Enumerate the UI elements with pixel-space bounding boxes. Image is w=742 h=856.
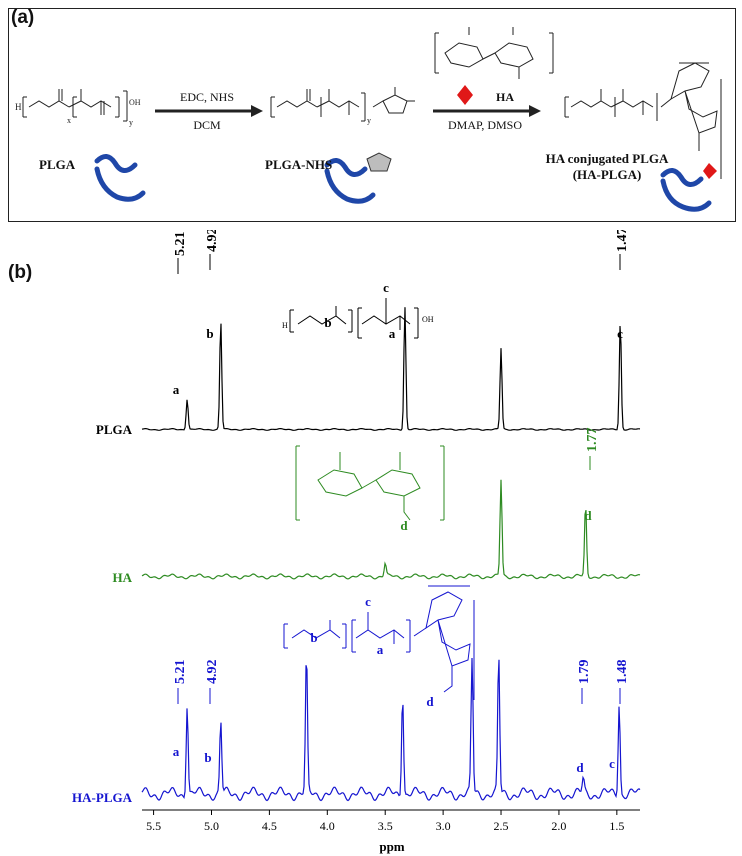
- series-label-ha: HA: [113, 570, 133, 585]
- series-label-plga: PLGA: [96, 422, 133, 437]
- plga-nhs-chain-icon: [324, 158, 368, 177]
- spectra-group: [141, 307, 641, 802]
- spectrum-line-ha-plga: [141, 657, 641, 802]
- formula-y: y: [129, 118, 133, 127]
- x-tick-label: 2.0: [551, 819, 566, 833]
- ha-peak-177: 1.77: [585, 428, 600, 453]
- plga-letter-a: a: [173, 382, 180, 397]
- plga-structure: [22, 89, 128, 122]
- plga-struct-letter-c: c: [383, 280, 389, 295]
- x-tick-label: 3.5: [378, 819, 393, 833]
- plga-peak-492: 4.92: [205, 230, 220, 252]
- reaction-arrow-2: [433, 105, 541, 117]
- ha-plga-letter-c: c: [609, 756, 615, 771]
- ha-struct-letter-d: d: [400, 518, 408, 533]
- ha-plga-diamond-icon: [703, 163, 717, 179]
- spectrum-line-plga: [141, 307, 641, 431]
- x-tick-label: 4.0: [320, 819, 335, 833]
- plga-chain-tail: [94, 166, 146, 202]
- nhs-pentagon-icon: [366, 152, 392, 172]
- plga-letter-b: b: [206, 326, 213, 341]
- plga-struct-letter-b: b: [324, 315, 331, 330]
- plga-nhs-chain-tail: [324, 168, 376, 204]
- plga-struct-h: H: [282, 321, 288, 330]
- ha-plga-label-2: (HA-PLGA): [573, 167, 642, 182]
- ha-plga-structure: [564, 62, 722, 179]
- ha-plga-struct-letter-a: a: [377, 642, 384, 657]
- x-tick-label: 5.5: [146, 819, 161, 833]
- x-axis-label: ppm: [379, 839, 404, 854]
- ha-plga-peak-492: 4.92: [205, 660, 220, 685]
- reaction-arrow-1: [155, 105, 263, 117]
- plga-struct-oh: OH: [422, 315, 434, 324]
- plga-peak-521: 5.21: [173, 232, 188, 257]
- formula-h: H: [15, 102, 22, 112]
- ha-plga-inline-structure: [283, 585, 475, 700]
- ha-plga-peak-148: 1.48: [615, 660, 630, 685]
- ha-plga-letter-b: b: [204, 750, 211, 765]
- ha-plga-chain-tail: [660, 178, 712, 212]
- x-tick-label: 5.0: [204, 819, 219, 833]
- ha-plga-struct-letter-c: c: [365, 594, 371, 609]
- ha-plga-struct-letter-b: b: [310, 630, 317, 645]
- formula-x: x: [67, 116, 71, 125]
- plga-peak-labels: 5.21 4.92 1.47: [173, 230, 630, 274]
- plga-inline-structure: [289, 298, 419, 339]
- reaction-scheme: H OH x y EDC, NHS DCM: [15, 27, 722, 212]
- formula-oh: OH: [129, 98, 141, 107]
- plga-label: PLGA: [39, 157, 76, 172]
- plga-letter-c: c: [617, 326, 623, 341]
- reagents-1-bottom: DCM: [193, 118, 221, 132]
- ha-plga-peak-521: 5.21: [173, 660, 188, 685]
- formula-y-2: y: [367, 116, 371, 125]
- reagents-1-top: EDC, NHS: [180, 90, 234, 104]
- ha-plga-letter-a: a: [173, 744, 180, 759]
- panel-a-label: (a): [11, 7, 35, 28]
- x-tick-label: 3.0: [436, 819, 451, 833]
- ha-plga-letter-d: d: [576, 760, 584, 775]
- ha-inline-structure: [295, 445, 445, 521]
- plga-peak-147: 1.47: [615, 230, 630, 252]
- reaction-scheme-panel: (a) H OH x y EDC, NHS: [8, 7, 736, 222]
- series-label-ha-plga: HA-PLGA: [72, 790, 133, 805]
- ha-monomer-structure: [434, 27, 554, 79]
- x-axis-ticks: 5.5 5.0 4.5 4.0 3.5 3.0 2.5 2.0 1.5: [146, 810, 624, 833]
- spectrum-line-ha: [141, 479, 641, 580]
- ha-plga-peak-179: 1.79: [577, 660, 592, 685]
- panel-b-label: (b): [8, 262, 33, 283]
- ha-plga-peak-labels: 5.21 4.92 1.79 1.48: [173, 660, 630, 704]
- ha-diamond-icon: [457, 85, 473, 105]
- x-tick-label: 4.5: [262, 819, 277, 833]
- reagents-2-bottom: DMAP, DMSO: [448, 118, 522, 132]
- plga-nhs-structure: [270, 87, 415, 122]
- ha-plga-label-1: HA conjugated PLGA: [546, 151, 669, 166]
- x-tick-label: 2.5: [494, 819, 509, 833]
- ha-plga-chain-icon: [660, 168, 704, 187]
- reagents-2-top: HA: [496, 90, 514, 104]
- ha-letter-d: d: [584, 508, 592, 523]
- ha-peak-labels: 1.77: [585, 428, 600, 470]
- ha-plga-struct-letter-d: d: [426, 694, 434, 709]
- plga-nhs-label: PLGA-NHS: [265, 157, 332, 172]
- plga-chain-icon: [94, 154, 138, 173]
- plga-struct-letter-a: a: [389, 326, 396, 341]
- x-tick-label: 1.5: [609, 819, 624, 833]
